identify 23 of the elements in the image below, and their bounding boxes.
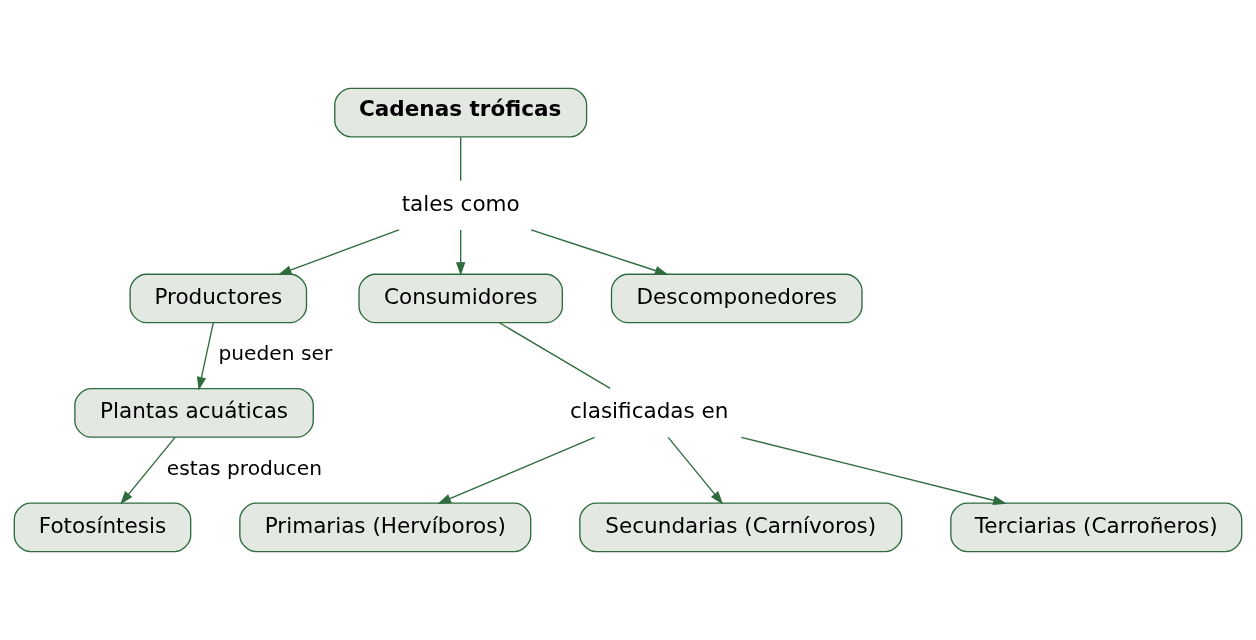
arrow — [120, 436, 176, 505]
node-box: Primarias (Hervíboros) — [239, 502, 532, 553]
node-box: Terciarias (Carroñeros) — [950, 502, 1243, 553]
connector — [499, 322, 611, 390]
arrow — [437, 436, 596, 504]
node-text: tales como — [401, 190, 520, 216]
edge-label: estas producen — [166, 455, 322, 480]
arrow — [278, 229, 400, 275]
node-box: Consumidores — [358, 273, 564, 324]
node-box: Secundarias (Carnívoros) — [579, 502, 903, 553]
arrow — [530, 229, 669, 276]
node-box: Cadenas tróficas — [334, 87, 588, 138]
node-text: clasificadas en — [569, 398, 729, 424]
node-box: Descomponedores — [610, 273, 863, 324]
arrow — [455, 229, 466, 276]
node-box: Productores — [129, 273, 308, 324]
arrow — [196, 322, 214, 391]
edge-label: pueden ser — [218, 341, 333, 366]
arrow — [740, 436, 1007, 505]
connector — [460, 136, 462, 182]
node-box: Plantas acuáticas — [74, 388, 314, 438]
node-box: Fotosíntesis — [13, 502, 192, 553]
arrow — [667, 436, 724, 505]
